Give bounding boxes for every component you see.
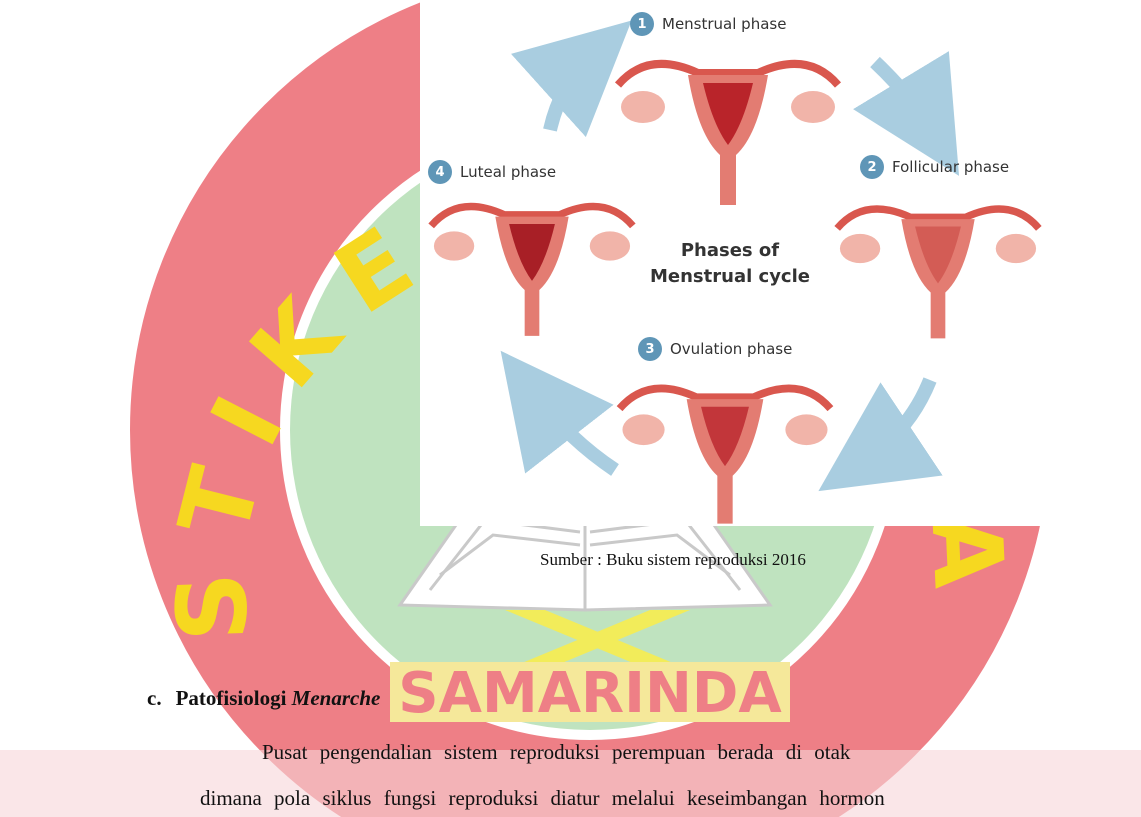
phase-number-badge: 3 [638, 337, 662, 361]
paragraph-line: dimana pola siklus fungsi reproduksi dia… [200, 786, 885, 811]
menstrual-cycle-figure: 1 Menstrual phase 2 Follicular phase 3 O… [420, 0, 1051, 526]
uterus-icon [608, 45, 848, 205]
phase-label-ovulation: 3 Ovulation phase [638, 337, 792, 361]
arrow-icon [865, 380, 930, 460]
figure-caption: Sumber : Buku sistem reproduksi 2016 [540, 550, 806, 570]
section-title-italic: Menarche [292, 686, 381, 710]
arrow-icon [535, 395, 615, 470]
phase-number-badge: 2 [860, 155, 884, 179]
uterus-icon [828, 190, 1048, 340]
paragraph-line: Pusat pengendalian sistem reproduksi per… [262, 740, 850, 765]
phase-label-luteal: 4 Luteal phase [428, 160, 556, 184]
arrow-icon [875, 62, 930, 128]
phase-name: Menstrual phase [662, 15, 786, 33]
phase-label-menstrual: 1 Menstrual phase [630, 12, 786, 36]
phase-name: Follicular phase [892, 158, 1009, 176]
center-title-line: Menstrual cycle [620, 264, 840, 290]
phase-number-badge: 4 [428, 160, 452, 184]
phase-number-badge: 1 [630, 12, 654, 36]
arrow-icon [550, 58, 590, 130]
phase-name: Luteal phase [460, 163, 556, 181]
figure-center-title: Phases of Menstrual cycle [620, 238, 840, 290]
phase-name: Ovulation phase [670, 340, 792, 358]
phase-label-follicular: 2 Follicular phase [860, 155, 1009, 179]
section-letter: c. [147, 686, 162, 710]
section-heading: c. Patofisiologi Menarche [147, 686, 380, 711]
uterus-icon [610, 368, 840, 526]
uterus-icon [422, 185, 642, 340]
section-title-plain: Patofisiologi [176, 686, 292, 710]
center-title-line: Phases of [620, 238, 840, 264]
logo-banner-text: SAMARINDA [398, 661, 782, 726]
